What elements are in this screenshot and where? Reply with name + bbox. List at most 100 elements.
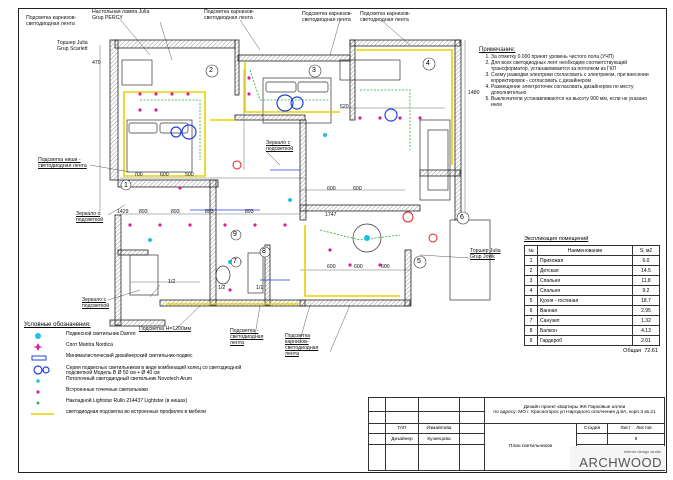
room-number: 8 — [262, 248, 266, 255]
legend-item: Потолочный светодиодный светильник Novot… — [24, 376, 364, 387]
row-name: Кухня - гостиная — [537, 295, 633, 306]
room-number: 2 — [209, 67, 213, 74]
spot-nordica-icon — [34, 343, 42, 352]
designer-role: Дизайнер — [385, 433, 419, 446]
legend-label: Подвесной светильник Darren — [66, 331, 136, 337]
callout-cornice-2: Подсветка карнизов-светодиодная лента — [302, 11, 353, 23]
note-item: Выключатели устанавливаются на высоту 90… — [491, 96, 659, 108]
dim-label: 1429 — [117, 209, 129, 215]
sheet-title: План светильников — [484, 422, 577, 472]
room-number: 3 — [312, 67, 316, 74]
ceiling-lights — [148, 133, 370, 264]
walls — [109, 39, 462, 327]
callout-mirror-1: Зеркало с подсветкой — [76, 211, 104, 223]
red-markers — [232, 160, 438, 243]
notes-title: Примечание: — [479, 47, 516, 53]
recessed-spot-icon — [36, 390, 40, 394]
notes-list: За отметку 0.000 принят уровень чистого … — [479, 54, 659, 108]
row-area: 9.2 — [632, 285, 660, 296]
stage-label: Стадия — [576, 422, 608, 435]
led-profile-icon — [31, 413, 54, 416]
callout-mirror-2: Зеркало с подсветкой — [266, 140, 294, 152]
dim-label: 470 — [92, 60, 101, 66]
callout-cornice-bottom: Подсветка карнизов- светодиодная лента — [285, 333, 319, 357]
row-n: 6 — [524, 305, 538, 316]
row-name: Детская — [537, 265, 633, 276]
row-area: 4.13 — [632, 325, 660, 336]
callout-led-strip: Подсветка - светодиодная лента — [230, 328, 264, 346]
note-item: Для всех светодиодных лент необходим соо… — [491, 60, 659, 72]
dim-label: 1480 — [468, 90, 480, 96]
row-name: Спальня — [537, 275, 633, 286]
legend-label: Минималистический дизайнерский светильни… — [66, 353, 193, 360]
dim-label: 893 — [171, 209, 180, 215]
furniture — [121, 59, 491, 301]
room-number: 9 — [233, 231, 237, 238]
room-explication: Экспликация помещений № Наименование S, … — [524, 236, 660, 354]
room-markers — [120, 57, 470, 269]
callout-cornice-top-left: Подсветка карнизов-светодиодная лента — [26, 15, 77, 27]
gap-role: ГАП — [385, 422, 419, 435]
dim-label: 600 — [327, 264, 336, 270]
dim-label: 1/2 — [168, 279, 176, 285]
legend-item: Накладной Lightstar Rullo 214437 Lightst… — [24, 398, 364, 409]
row-n: 1 — [524, 255, 538, 266]
room-table-title: Экспликация помещений — [524, 236, 589, 242]
room-number: 1 — [124, 182, 128, 189]
legend-item: Серия подвесных светильников в виде комб… — [24, 365, 364, 376]
row-n: 3 — [524, 275, 538, 286]
row-area: 14.5 — [632, 265, 660, 276]
legend-label: Спот Mantra Nordica — [66, 342, 113, 349]
row-name: Гардероб — [537, 335, 633, 346]
total-label: Общая — [623, 348, 642, 354]
callout-cornice-1: Подсветка карнизов-светодиодная лента — [204, 9, 255, 21]
row-name: Санузел — [537, 315, 633, 326]
dim-label: 600 — [354, 264, 363, 270]
dim-label: 600 — [327, 186, 336, 192]
room-number: 4 — [426, 60, 430, 67]
legend-item: Минималистический дизайнерский светильни… — [24, 353, 364, 364]
dim-label: 1747 — [325, 212, 337, 218]
led-strips — [123, 49, 453, 305]
callout-h1200: Подсветка Н=1200мм — [139, 326, 192, 332]
callout-cornice-3: Подсветка карнизов-светодиодная лента — [360, 11, 411, 23]
legend-label: Накладной Lightstar Rullo 214437 Lightst… — [66, 398, 188, 405]
table-header: № Наименование S, м2 — [524, 245, 660, 256]
watermark-small: interior design studio — [624, 449, 661, 454]
ring-pendant-icon — [33, 364, 50, 375]
dimension-lines — [99, 40, 466, 283]
row-n: 4 — [524, 285, 538, 296]
header-n: № — [524, 245, 538, 256]
row-area: 11.8 — [632, 275, 660, 286]
gap-name: Измайлова — [418, 422, 460, 435]
callout-niche-led: Подсветка ниши - светодиодная лента — [38, 157, 87, 169]
dim-label: 600 — [381, 264, 390, 270]
callout-mirror-3: Зеркало с подсветкой — [82, 297, 110, 309]
project-address: по адресу: МО г. Красногорск ул Народног… — [493, 410, 656, 416]
callout-torcher-scarlett: Торшер Julia Grup Scarlett — [57, 40, 88, 52]
green-wiring — [140, 69, 411, 241]
spot-lights — [128, 76, 422, 292]
row-n: 5 — [524, 295, 538, 306]
row-n: 2 — [524, 265, 538, 276]
sheet-label: Лист — [620, 426, 631, 432]
callout-torcher-jovik: Торшер Julia Grup Jovik — [470, 248, 501, 260]
dim-label: 700 — [134, 172, 143, 178]
project-cell: Дизайн проект квартиры ЖК Парковые аллеи… — [484, 397, 665, 424]
header-name: Наименование — [537, 245, 633, 256]
row-area: 6.0 — [632, 255, 660, 266]
drawing-sheet — [18, 8, 667, 473]
row-area: 2.01 — [632, 335, 660, 346]
row-area: 1.32 — [632, 315, 660, 326]
notes-block: Примечание: За отметку 0.000 принят уров… — [479, 47, 659, 108]
